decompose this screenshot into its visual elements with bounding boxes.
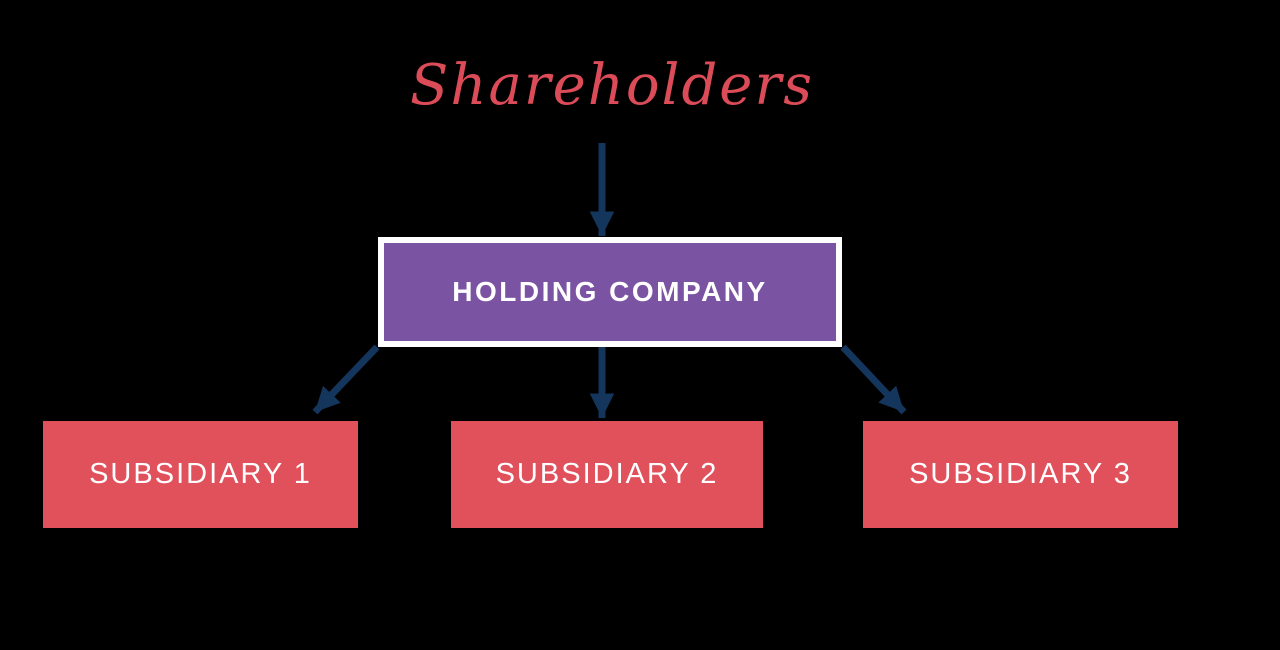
arrow-holding-to-subsidiary-3 bbox=[840, 344, 907, 415]
shareholders-label: Shareholders bbox=[410, 53, 814, 118]
subsidiary-1-label: SUBSIDIARY 1 bbox=[89, 458, 312, 490]
subsidiary-1-node: SUBSIDIARY 1 bbox=[43, 421, 358, 528]
holding-company-label: HOLDING COMPANY bbox=[452, 276, 768, 307]
subsidiary-3-label: SUBSIDIARY 3 bbox=[909, 458, 1132, 490]
arrow-holding-to-subsidiary-1 bbox=[312, 344, 380, 415]
subsidiary-2-node: SUBSIDIARY 2 bbox=[451, 421, 763, 528]
subsidiary-2-label: SUBSIDIARY 2 bbox=[495, 458, 719, 490]
subsidiary-3-node: SUBSIDIARY 3 bbox=[863, 421, 1178, 528]
holding-company-node: HOLDING COMPANY bbox=[378, 237, 842, 347]
